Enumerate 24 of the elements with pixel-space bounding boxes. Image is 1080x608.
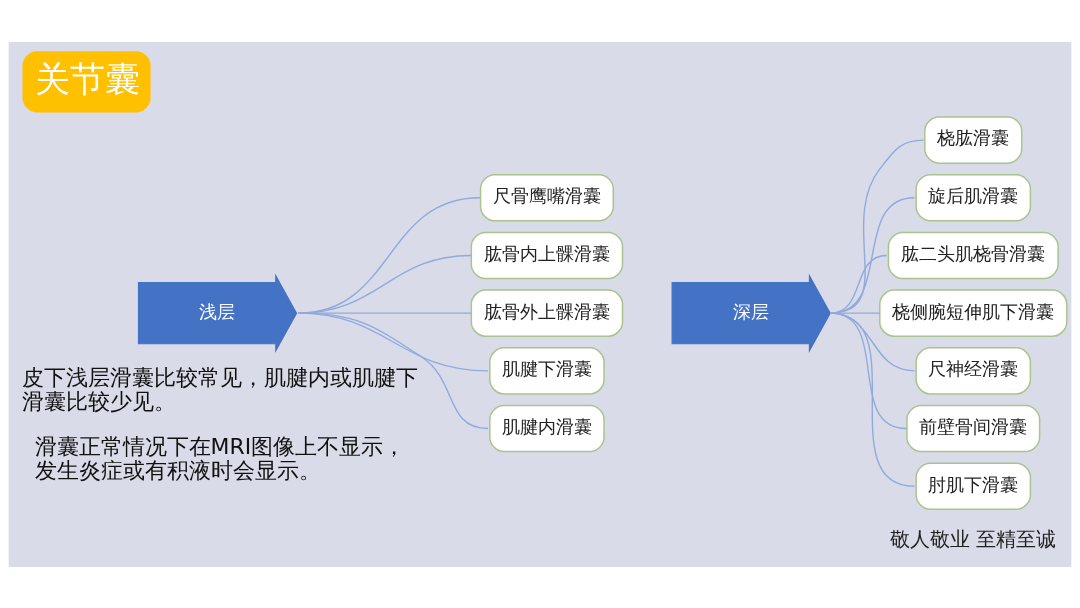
node-box: 前壁骨间滑囊 (906, 404, 1041, 452)
node-box: 肌腱下滑囊 (489, 346, 605, 395)
label: 皮下浅层滑囊比较常见，肌腱内或肌腱下滑囊比较少见。 (22, 364, 419, 414)
label: 敬人敬业 至精至诚 (890, 527, 1057, 551)
node-box: 尺神经滑囊 (915, 346, 1032, 395)
connector (829, 311, 916, 372)
connector (297, 311, 489, 429)
connector (829, 311, 916, 487)
connector (829, 254, 888, 314)
node-box: 肱骨外上髁滑囊 (470, 288, 624, 337)
node-box: 桡侧腕短伸肌下滑囊 (879, 288, 1068, 337)
connector (829, 138, 925, 314)
node-box: 肌腱内滑囊 (489, 404, 605, 452)
diagram-title: 关节囊 (34, 58, 140, 99)
node-box: 肱骨内上髁滑囊 (470, 231, 624, 279)
node-box: 旋后肌滑囊 (915, 173, 1032, 222)
node-box: 肱二头肌桡骨滑囊 (887, 231, 1059, 279)
node-box: 桡肱滑囊 (924, 115, 1023, 164)
connector (829, 196, 916, 314)
label: 滑囊正常情况下在MRI图像上不显示，发生炎症或有积液时会显示。 (34, 433, 406, 483)
connector (829, 311, 908, 429)
node-box: 尺骨鹰嘴滑囊 (479, 173, 614, 222)
node-box: 肘肌下滑囊 (915, 461, 1032, 510)
connector (829, 311, 881, 314)
